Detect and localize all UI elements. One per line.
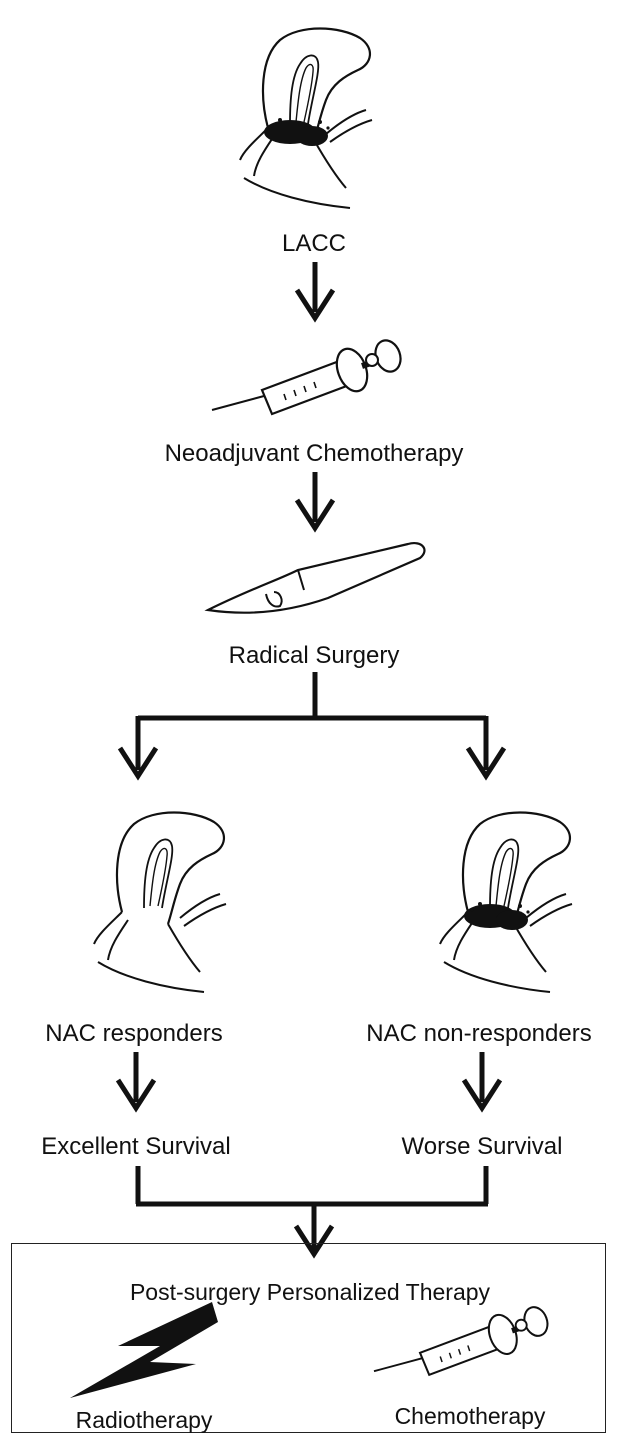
- merge-connector: [136, 1166, 488, 1254]
- radiotherapy-label: Radiotherapy: [76, 1406, 213, 1434]
- uterus-tumor-icon: [240, 29, 372, 209]
- arrow-responders-to-survival: [118, 1052, 154, 1108]
- arrow-nonresponders-to-survival: [464, 1052, 500, 1108]
- arrow-lacc-to-nac: [297, 262, 333, 318]
- syringe-icon: [212, 337, 405, 414]
- lacc-label: LACC: [282, 230, 346, 258]
- uterus-responder-icon: [94, 813, 226, 993]
- surgery-label: Radical Surgery: [229, 642, 400, 670]
- neoadjuvant-label: Neoadjuvant Chemotherapy: [165, 440, 464, 468]
- nac-non-responders-label: NAC non-responders: [366, 1020, 591, 1048]
- arrow-nac-to-surgery: [297, 472, 333, 528]
- worse-survival-label: Worse Survival: [402, 1133, 563, 1161]
- final-box-title: Post-surgery Personalized Therapy: [130, 1278, 490, 1306]
- chemotherapy-label: Chemotherapy: [395, 1402, 546, 1430]
- excellent-survival-label: Excellent Survival: [41, 1133, 230, 1161]
- nac-responders-label: NAC responders: [45, 1020, 222, 1048]
- scalpel-icon: [208, 543, 424, 613]
- branch-connector-surgery: [120, 672, 504, 776]
- uterus-nonresponder-icon: [440, 813, 572, 993]
